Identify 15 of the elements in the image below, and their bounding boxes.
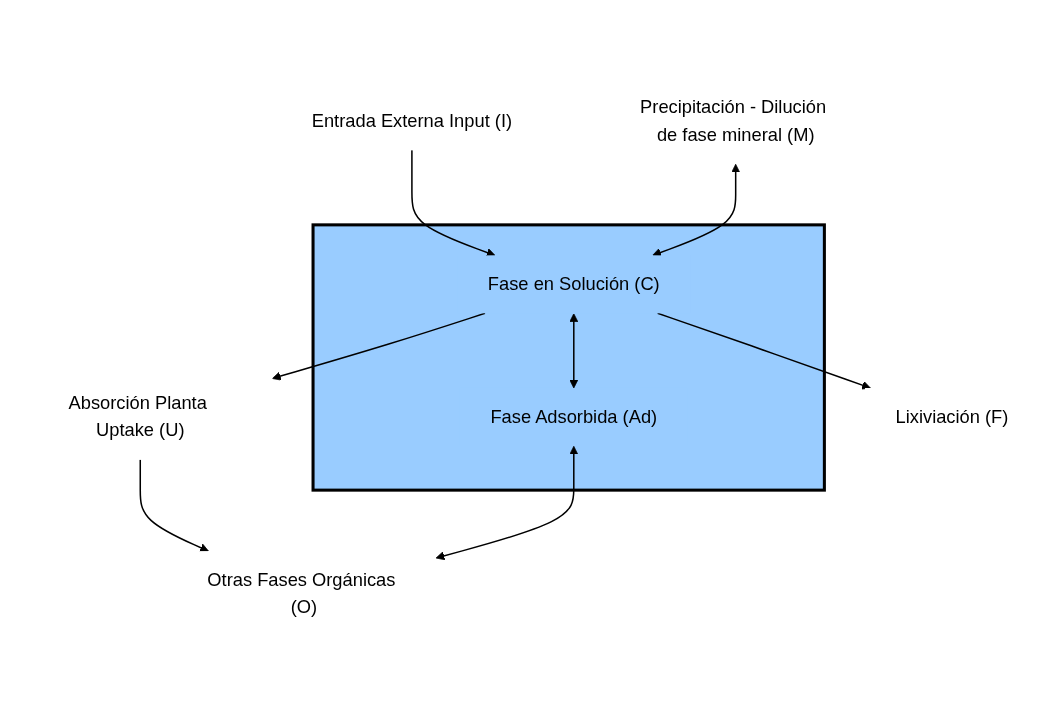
arrow: [411, 149, 496, 257]
arrow: [652, 163, 741, 257]
node-text: Fase Adsorbida (Ad): [490, 406, 658, 427]
node-text: Entrada Externa Input (I): [311, 110, 513, 131]
arrow: [139, 458, 209, 552]
node-text: Precipitación - Dilución de fase mineral (M): [640, 96, 827, 145]
node-text: Otras Fases Orgánicas (O): [207, 569, 396, 618]
arrow: [569, 313, 579, 389]
node-text: Fase en Solución (C): [487, 273, 660, 294]
cluster: [311, 223, 826, 492]
arrow: [435, 445, 579, 561]
arrow: [656, 312, 871, 390]
node-text: Lixiviación (F): [895, 406, 1009, 427]
node-text: Absorción Planta Uptake (U): [68, 392, 207, 441]
arrow: [272, 312, 486, 381]
